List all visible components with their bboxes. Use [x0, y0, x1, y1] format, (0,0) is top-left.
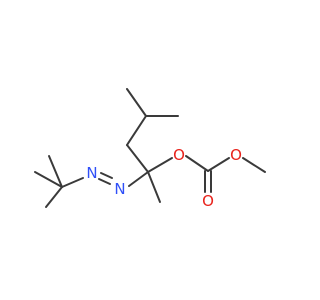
- bond-ch2-ch: [126, 115, 147, 146]
- bond-tbu-n: [61, 177, 84, 188]
- atom-n-left: N: [86, 164, 97, 182]
- bond-o-carbonyl-c: [185, 155, 209, 172]
- bond-tbu-methyl-down: [45, 186, 63, 208]
- structure-diagram: N N O O O: [34, 88, 266, 210]
- bond-quaternary-ch2: [126, 144, 149, 173]
- bond-azo-1: [100, 172, 113, 179]
- atom-o-ether: O: [230, 146, 242, 164]
- bond-quaternary-methyl: [147, 171, 161, 203]
- bond-o-methyl: [242, 157, 266, 173]
- bond-carbonyl-c-o: [207, 157, 230, 172]
- bond-quaternary-o: [147, 157, 173, 173]
- bond-azo-2: [98, 178, 111, 185]
- atom-o-carbonyl: O: [202, 192, 214, 210]
- bond-ch-methyl-up: [126, 88, 147, 117]
- atom-o-ester: O: [173, 146, 185, 164]
- bond-n-quaternary-c: [128, 171, 149, 187]
- atom-n-right: N: [114, 180, 125, 198]
- bond-tbu-methyl-up: [48, 155, 63, 188]
- bond-tbu-methyl-left: [34, 171, 63, 188]
